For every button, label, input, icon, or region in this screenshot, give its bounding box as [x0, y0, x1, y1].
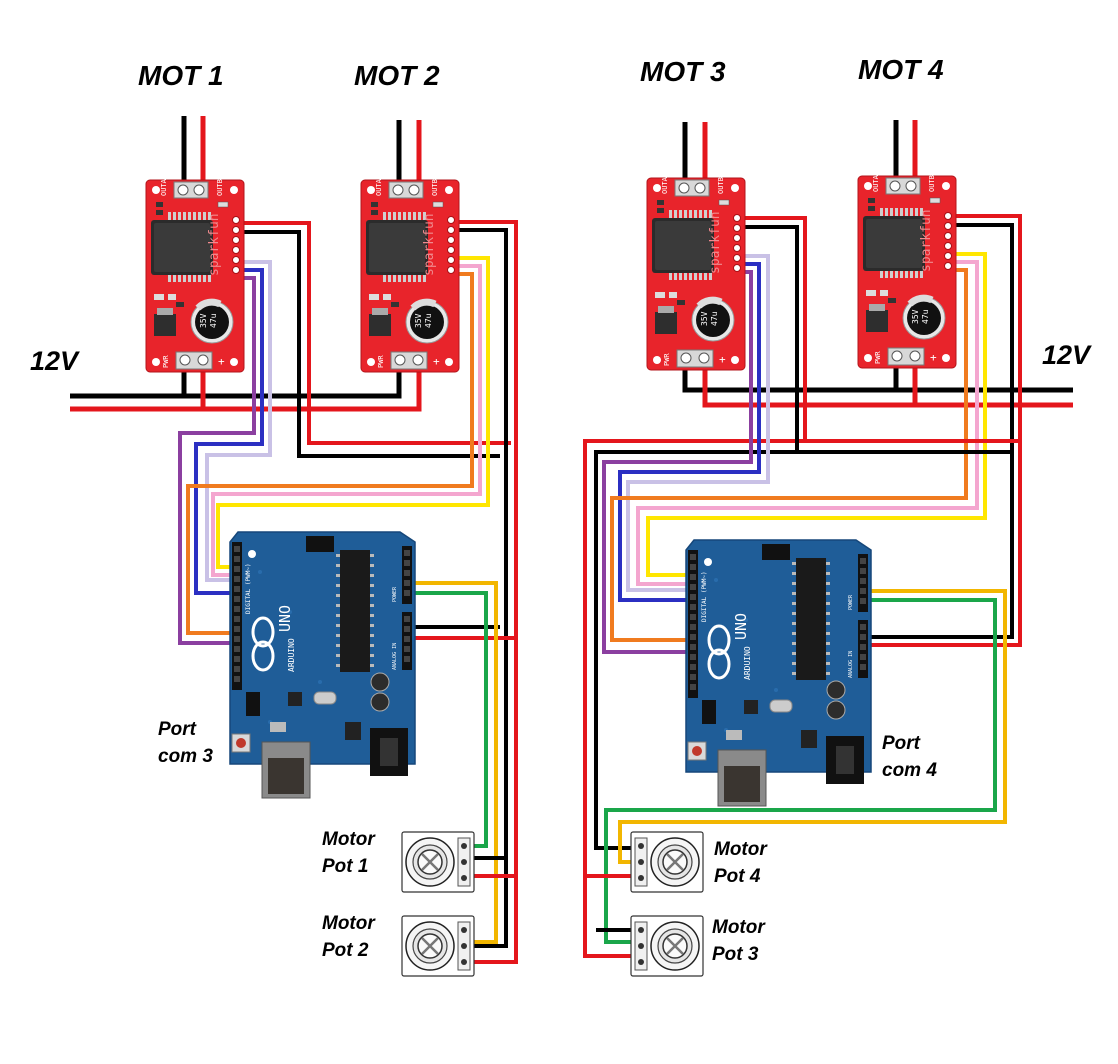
motor-driver-3	[647, 176, 745, 370]
motor-pot3-label: Motor Pot 3	[712, 914, 765, 968]
left-signal-wires	[178, 220, 518, 964]
pot4-line1: Motor	[714, 839, 767, 860]
motor-2-label: MOT 2	[354, 60, 440, 91]
pot1-line1: Motor	[322, 829, 375, 850]
pot3-line2: Pot 3	[712, 944, 759, 965]
motor-driver-1	[146, 178, 244, 372]
pot1-line2: Pot 1	[322, 856, 369, 877]
motor-1-label: MOT 1	[138, 60, 224, 91]
pot3-line1: Motor	[712, 917, 765, 938]
port-com3-line2: com 3	[158, 746, 213, 767]
port-com4-line1: Port	[882, 733, 920, 754]
port-com3-label: Port com 3	[158, 716, 213, 770]
port-com4-line2: com 4	[882, 760, 937, 781]
motor-3-label: MOT 3	[640, 56, 726, 87]
motor-driver-2	[361, 178, 459, 372]
arduino-uno-2	[684, 538, 873, 808]
pot2-line2: Pot 2	[322, 940, 369, 961]
motor-wires	[181, 116, 918, 184]
potentiometer-1	[400, 830, 476, 894]
pot2-line1: Motor	[322, 913, 375, 934]
motor-pot1-label: Motor Pot 1	[322, 826, 375, 880]
right-signal-wires	[583, 214, 1022, 958]
power-rails	[70, 362, 1073, 412]
potentiometer-4	[629, 830, 705, 894]
voltage-label-left: 12V	[30, 346, 79, 376]
potentiometer-2	[400, 914, 476, 978]
port-com3-line1: Port	[158, 719, 196, 740]
voltage-label-right: 12V	[1042, 340, 1091, 370]
motor-4-label: MOT 4	[858, 54, 944, 85]
motor-pot4-label: Motor Pot 4	[714, 836, 767, 890]
pot4-line2: Pot 4	[714, 866, 761, 887]
port-com4-label: Port com 4	[882, 730, 937, 784]
motor-pot2-label: Motor Pot 2	[322, 910, 375, 964]
arduino-uno-1	[228, 530, 417, 800]
motor-driver-4	[858, 174, 956, 368]
potentiometer-3	[629, 914, 705, 978]
